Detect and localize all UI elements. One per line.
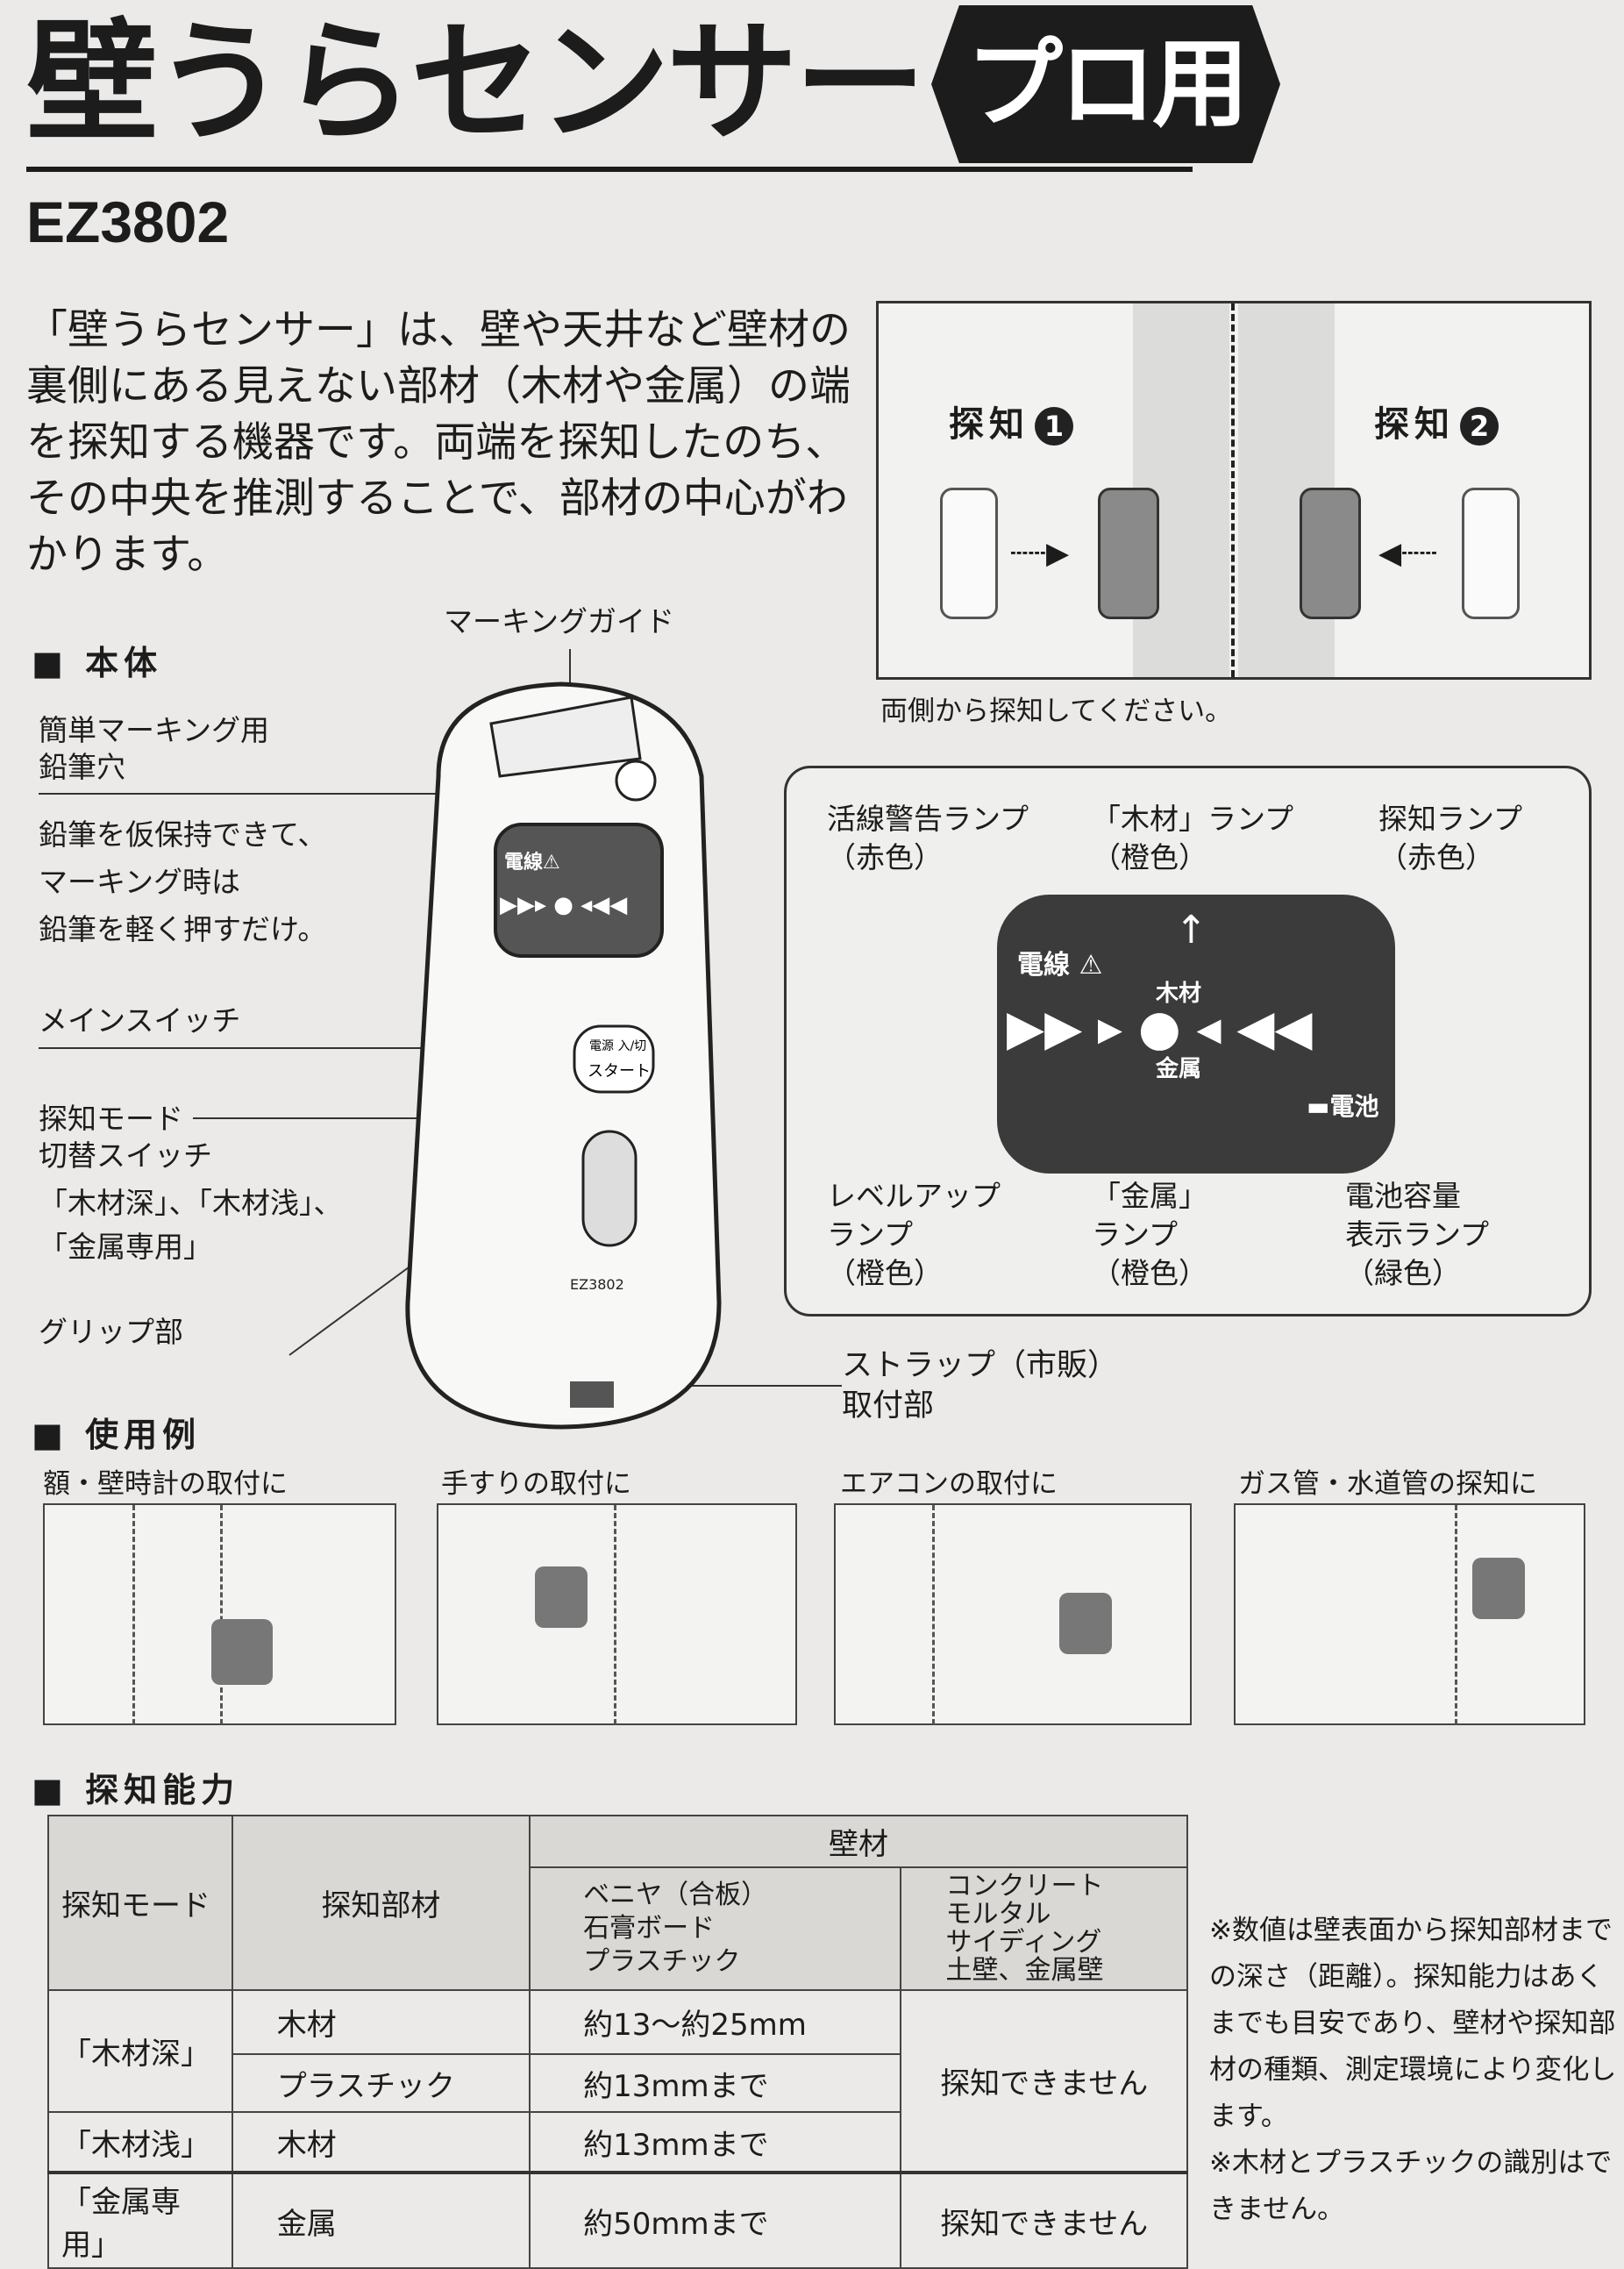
label-grip: グリップ部 <box>39 1315 183 1349</box>
cell-value: 約13～約25mm <box>529 1989 902 2055</box>
arrow-left-icon: ◀┄┄ <box>1378 536 1438 571</box>
section-heading-examples: ■ 使用例 <box>32 1416 202 1454</box>
diagram-caption: 両側から探知してください。 <box>880 696 1233 727</box>
note-depth: ※数値は壁表面から探知部材までの深さ（距離）。探知能力はあくまでも目安であり、壁… <box>1209 1915 1617 2132</box>
lamp-callout-panel <box>784 766 1592 1316</box>
lamp-metal: 「金属」ランプ（橙色） <box>1092 1179 1207 1290</box>
lamp-live: 活線警告ランプ（赤色） <box>827 802 1029 874</box>
page-title: 壁うらセンサープロ用 <box>26 4 1281 163</box>
sensor-icon-dark-right <box>1300 488 1361 619</box>
header-wall: 壁材 <box>529 1815 1188 1868</box>
section-heading-capability: ■ 探知能力 <box>32 1771 240 1809</box>
header-wall-b: コンクリートモルタルサイディング土壁、金属壁 <box>900 1866 1188 1991</box>
title-underline <box>26 167 1193 172</box>
cell-member: 金属 <box>231 2172 531 2269</box>
example-caption-pipes: ガス管・水道管の探知に <box>1238 1468 1537 1500</box>
example-illustration-aircon <box>834 1503 1192 1725</box>
cell-member: 木材 <box>231 2111 531 2173</box>
header-mode: 探知モード <box>47 1815 233 1991</box>
header-wall-a: ベニヤ（合板）石膏ボードプラスチック <box>529 1866 902 1991</box>
lamp-level-up: レベルアップランプ（橙色） <box>827 1179 1001 1290</box>
header-member: 探知部材 <box>231 1815 531 1991</box>
example-illustration-handrail <box>437 1503 797 1725</box>
title-text: 壁うらセンサー <box>26 7 926 160</box>
cell-value: 約13mmまで <box>529 2053 902 2113</box>
display-wire-label: 電線 ⚠ <box>1017 950 1103 981</box>
label-pencil-desc: 鉛筆を仮保持できて、マーキング時は鉛筆を軽く押すだけ。 <box>39 817 327 946</box>
svg-text:▶▶▸ ● ◂◀◀: ▶▶▸ ● ◂◀◀ <box>500 892 627 918</box>
up-arrow-icon: ↑ <box>1175 908 1207 953</box>
label-strap: ストラップ（市販）取付部 <box>842 1348 1119 1423</box>
section-heading-body: ■ 本体 <box>32 644 163 682</box>
lamp-wood: 「木材」ランプ（橙色） <box>1092 802 1294 874</box>
example-illustration-pipes <box>1234 1503 1585 1725</box>
display-panel <box>997 895 1395 1174</box>
lamp-detect: 探知ランプ（赤色） <box>1378 802 1523 874</box>
capability-notes: ※数値は壁表面から探知部材までの深さ（距離）。探知能力はあくまでも目安であり、壁… <box>1209 1908 1621 2233</box>
example-caption-frame: 額・壁時計の取付に <box>43 1468 288 1500</box>
cell-value: 約50mmまで <box>529 2172 902 2269</box>
svg-text:スタート: スタート <box>588 1062 651 1081</box>
display-battery-label: ▬電池 <box>1307 1092 1379 1121</box>
display-wood-label: 木材 <box>1156 981 1202 1007</box>
cell-mode-metal: 「金属専用」 <box>47 2172 233 2269</box>
center-dashed-line <box>1231 303 1235 677</box>
cell-mode-shallow: 「木材浅」 <box>47 2111 233 2173</box>
example-illustration-frame <box>43 1503 396 1725</box>
device-model-text: EZ3802 <box>570 1276 624 1293</box>
intro-text: 「壁うらセンサー」は、壁や天井など壁材の裏側にある見えない部材（木材や金属）の端… <box>26 306 851 579</box>
pro-badge: プロ用 <box>931 5 1281 163</box>
cell-mode-deep: 「木材深」 <box>47 1989 233 2113</box>
svg-text:電源 入/切: 電源 入/切 <box>589 1039 646 1053</box>
sensor-icon-outline-left <box>940 488 998 619</box>
lamp-battery: 電池容量表示ランプ（緑色） <box>1345 1179 1490 1290</box>
label-mode-switch: 探知モード切替スイッチ「木材深」、「木材浅」、「金属専用」 <box>39 1102 343 1264</box>
cell-member: プラスチック <box>231 2053 531 2113</box>
cell-member: 木材 <box>231 1989 531 2055</box>
label-main-switch: メインスイッチ <box>39 1003 241 1038</box>
display-metal-label: 金属 <box>1156 1056 1202 1082</box>
capability-table: 探知モード探知部材壁材 ベニヤ（合板）石膏ボードプラスチックコンクリートモルタル… <box>47 1815 1188 2269</box>
sensor-icon-outline-right <box>1462 488 1520 619</box>
sensor-icon-dark-left <box>1098 488 1159 619</box>
label-marking-guide: マーキングガイド <box>444 604 675 639</box>
note-identification: ※木材とプラスチックの識別はできません。 <box>1209 2147 1613 2225</box>
label-pencil-hole: 簡単マーキング用鉛筆穴 <box>39 713 270 784</box>
arrow-right-icon: ┄┄▶ <box>1010 536 1070 571</box>
svg-text:電線⚠: 電線⚠ <box>504 851 560 874</box>
cell-not-detectable: 探知できません <box>900 1989 1188 2173</box>
level-arrows-icon: ▶▶ ▸ ● ◂ ◀◀ <box>1007 1000 1313 1057</box>
example-caption-handrail: 手すりの取付に <box>441 1468 631 1500</box>
cell-not-detectable: 探知できません <box>900 2172 1188 2269</box>
model-number: EZ3802 <box>26 189 230 254</box>
cell-value: 約13mmまで <box>529 2111 902 2173</box>
example-caption-aircon: エアコンの取付に <box>840 1468 1058 1500</box>
